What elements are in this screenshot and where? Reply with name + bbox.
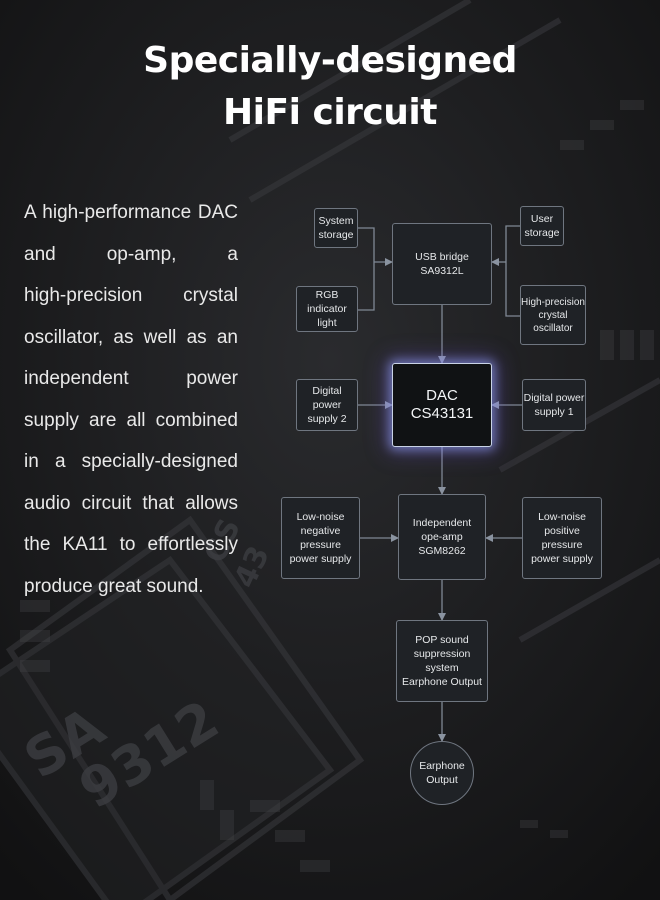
node-crystal-oscillator: High-precision crystal oscillator (520, 285, 586, 345)
node-opamp: Independent ope-amp SGM8262 (398, 494, 486, 580)
node-digital-power-2: Digital power supply 2 (296, 379, 358, 431)
description-line: oscillator, as well as an (24, 326, 238, 348)
node-dac: DAC CS43131 (392, 363, 492, 447)
node-digital-power-1: Digital power supply 1 (522, 379, 586, 431)
description-paragraph: A high-performance DAC and op-amp, a hig… (24, 192, 238, 607)
description-line: A high-performance DAC (24, 202, 238, 223)
description-line: independent power (24, 368, 238, 389)
node-negative-supply: Low-noise negative pressure power supply (281, 497, 360, 579)
node-earphone-output: Earphone Output (410, 741, 474, 805)
description-line: produce great sound. (24, 575, 204, 597)
description-line: and op-amp, a (24, 243, 238, 265)
description-line: supply are all combined (24, 409, 238, 431)
description-line: high-precision crystal (24, 285, 238, 306)
node-system-storage: System storage (314, 208, 358, 248)
page-title-line-1: Specially-designed (143, 40, 517, 81)
description-line: audio circuit that allows (24, 492, 238, 514)
node-positive-supply: Low-noise positive pressure power supply (522, 497, 602, 579)
description-line: the KA11 to effortlessly (24, 534, 238, 555)
node-usb-bridge: USB bridge SA9312L (392, 223, 492, 305)
node-rgb-indicator: RGB indicator light (296, 286, 358, 332)
description-line: in a specially-designed (24, 451, 238, 472)
node-user-storage: User storage (520, 206, 564, 246)
page-title-line-2: HiFi circuit (223, 92, 437, 133)
node-pop-suppression: POP sound suppression system Earphone Ou… (396, 620, 488, 702)
